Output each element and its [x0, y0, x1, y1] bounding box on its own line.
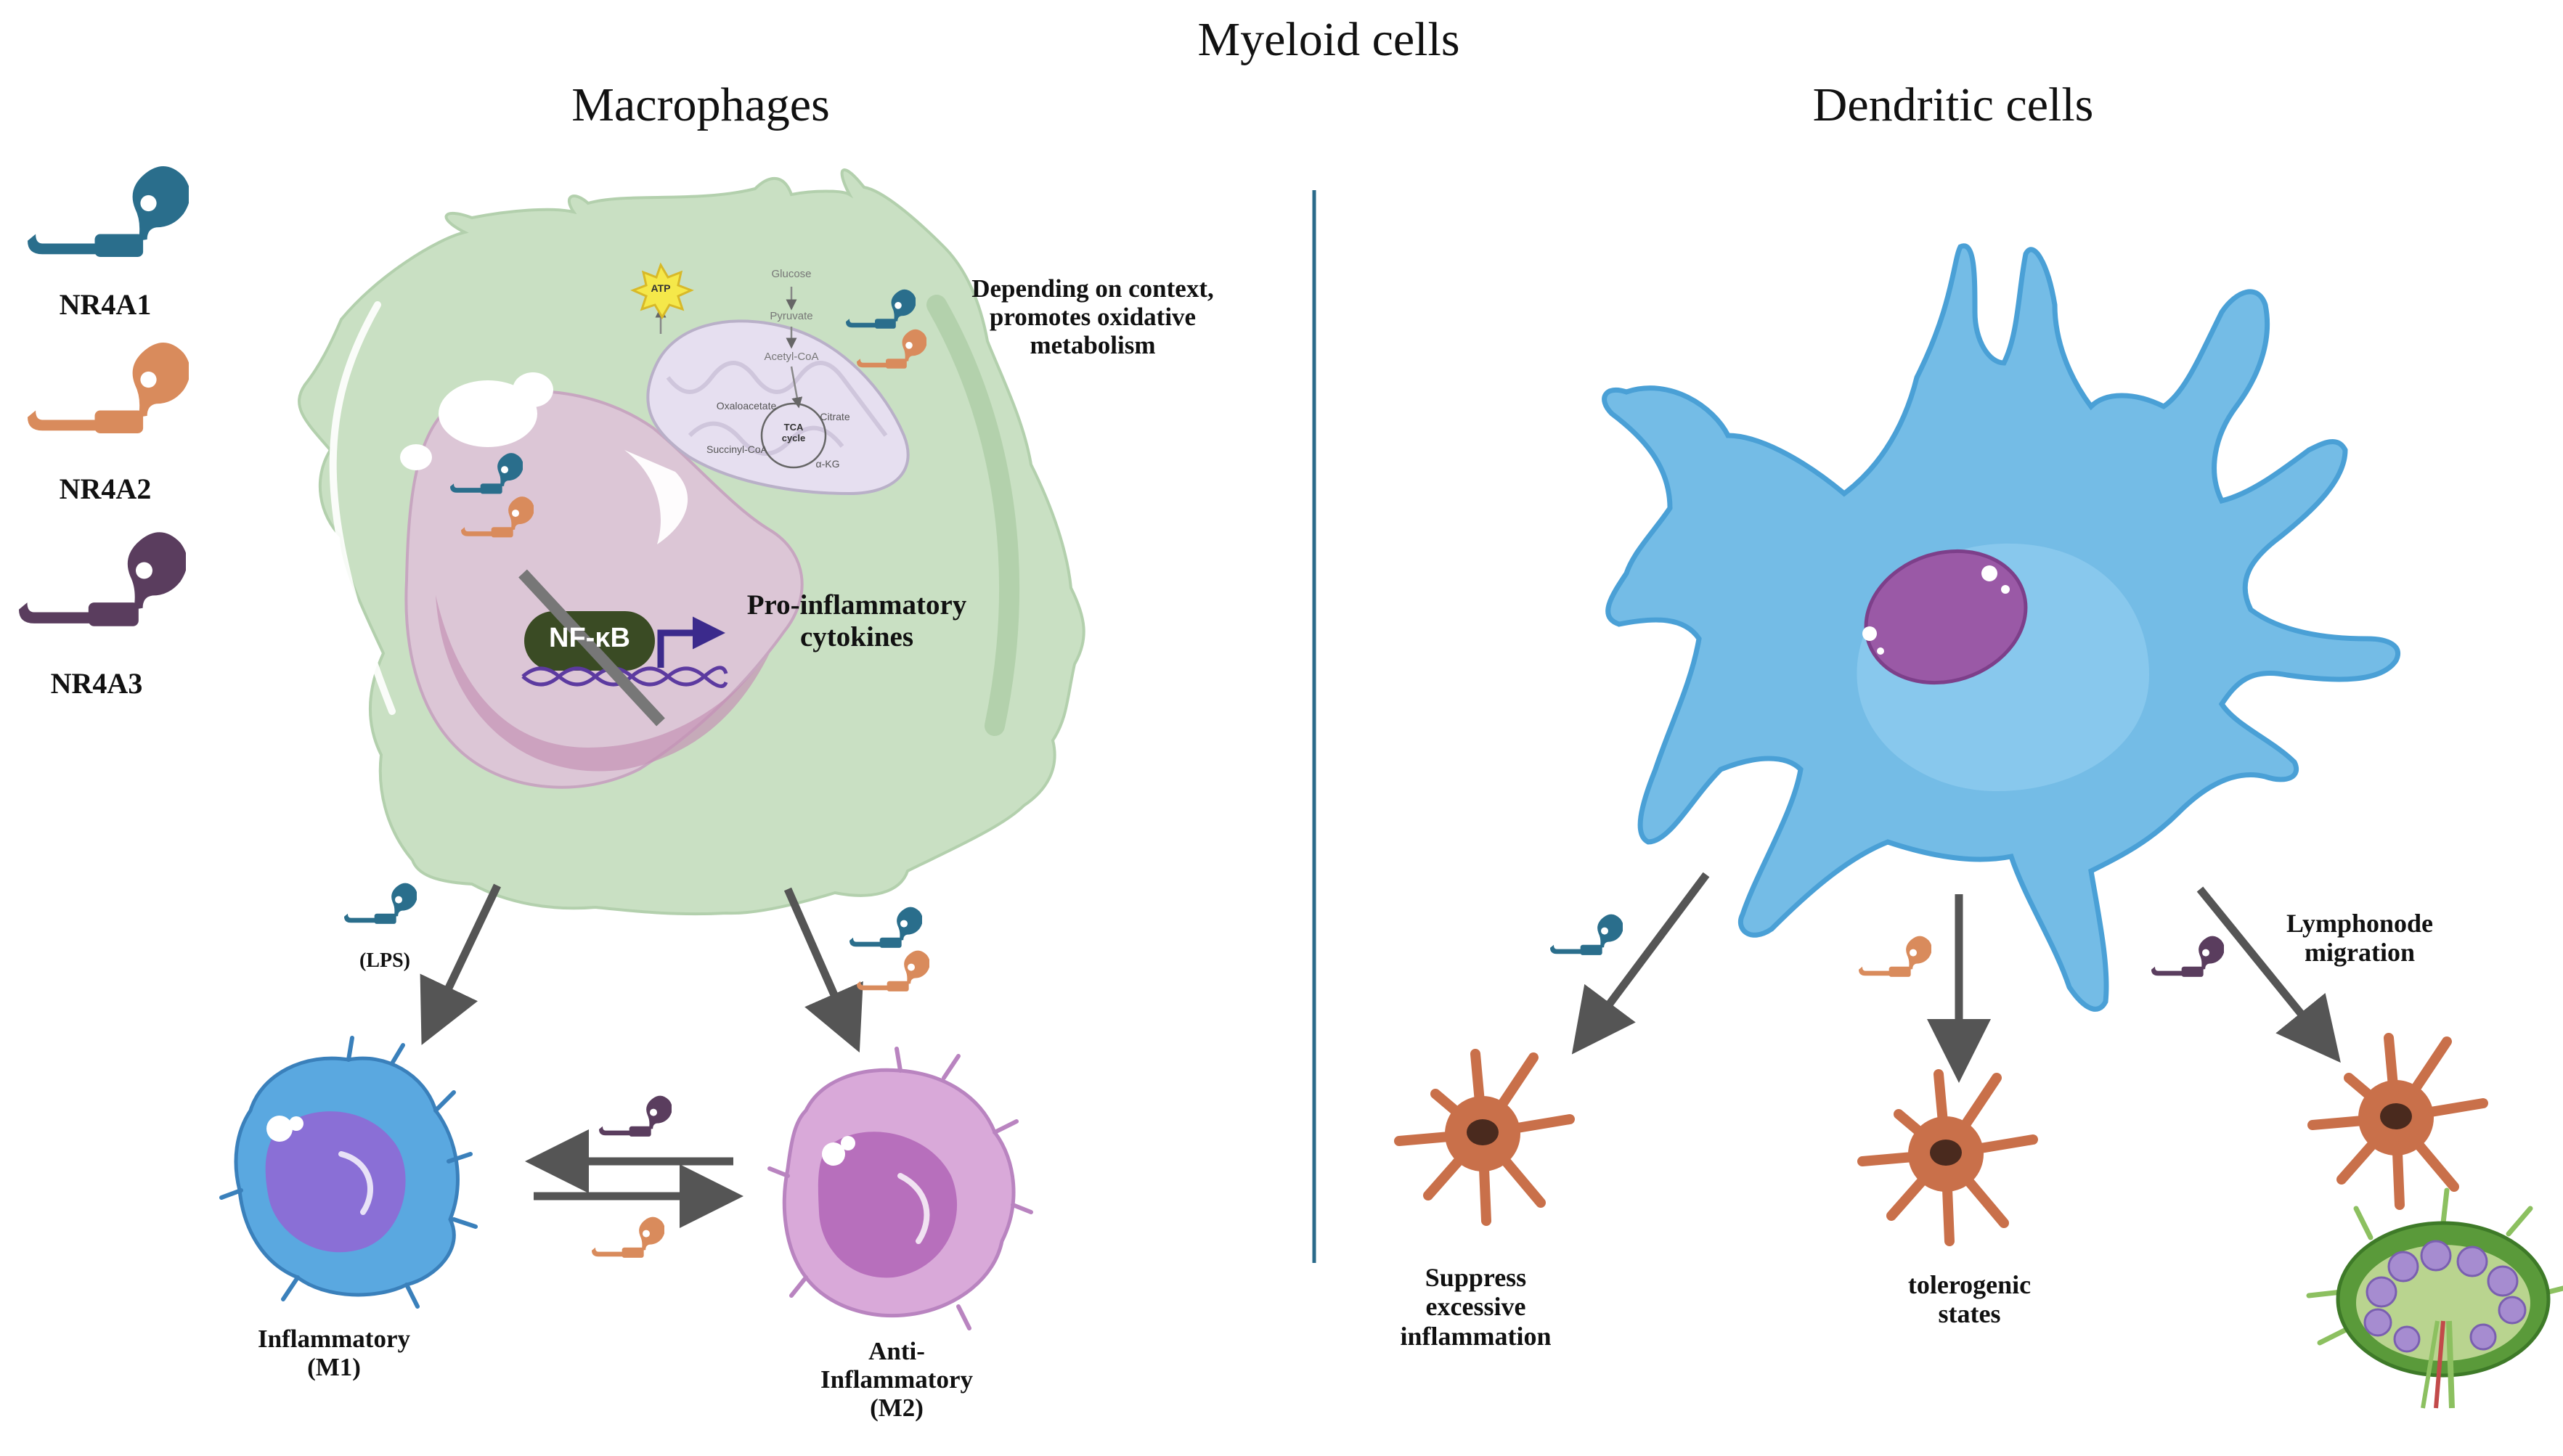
lymph-node-icon — [2306, 1187, 2563, 1409]
arrow-dc-to-migration — [2196, 886, 2341, 1063]
nr4a3-legend-icon — [19, 532, 186, 626]
nr4a2-m2-icon — [857, 950, 929, 991]
lymphonode-migration-label: Lymphonode migration — [2286, 909, 2434, 968]
small-dc-1 — [1394, 1049, 1575, 1226]
nr4a1-dc-icon — [1550, 914, 1623, 955]
dc-nucleus — [1864, 549, 2028, 685]
macrophages-title: Macrophages — [571, 78, 830, 131]
atp-label: ATP — [651, 282, 671, 294]
nr4a3-dc-icon — [2151, 936, 2224, 977]
dendritic-cells-title: Dendritic cells — [1812, 78, 2094, 131]
dna-strand-icon — [521, 666, 728, 688]
tca-label: TCA cycle — [781, 422, 806, 443]
nr4a2-legend-icon — [28, 343, 189, 433]
nr4a1-m2-icon — [849, 907, 922, 948]
atp-burst-icon — [630, 262, 694, 319]
inhibition-slash — [518, 569, 665, 727]
m2-macrophage — [767, 1047, 1033, 1330]
nr4a2-dc-icon — [1859, 936, 1931, 977]
succinyl-coa-label: Succinyl-CoA — [706, 443, 768, 455]
dendritic-cell — [1602, 243, 2400, 1012]
m1-macrophage — [219, 1036, 478, 1309]
m2-label: Anti- Inflammatory (M2) — [820, 1337, 973, 1423]
mitochondrion — [646, 319, 910, 496]
arrow-to-m1 — [420, 883, 501, 1045]
nr4a1-legend-icon — [28, 166, 189, 257]
arrow-dc-to-suppress — [1571, 872, 1710, 1055]
transcription-arrow-icon — [657, 616, 725, 668]
legend-nr4a3-label: NR4A3 — [50, 667, 143, 700]
cytokines-label: Pro-inflammatory cytokines — [746, 589, 967, 653]
acetyl-coa-label: Acetyl-CoA — [764, 351, 819, 363]
legend-nr4a2-label: NR4A2 — [59, 473, 152, 505]
akg-label: α-KG — [815, 458, 840, 470]
pyruvate-label: Pyruvate — [770, 310, 813, 322]
m1-label: Inflammatory (M1) — [258, 1325, 410, 1382]
nr4a3-exchange-icon — [599, 1095, 672, 1137]
main-title: Myeloid cells — [1197, 13, 1460, 66]
nr4a2-exchange-icon — [592, 1216, 664, 1258]
nr4a1-lps-icon — [344, 883, 417, 924]
tolerogenic-label: tolerogenic states — [1907, 1270, 2032, 1329]
small-dc-2 — [1857, 1069, 2038, 1246]
arrow-to-m2 — [783, 887, 863, 1053]
metabolism-label: Depending on context, promotes oxidative… — [971, 274, 1214, 360]
legend-nr4a1-label: NR4A1 — [59, 288, 152, 321]
suppress-inflammation-label: Suppress excessive inflammation — [1400, 1263, 1552, 1351]
nfkb-label: NF-κB — [549, 623, 630, 653]
macrophage-cell — [298, 168, 1085, 916]
oxaloacetate-label: Oxaloacetate — [716, 400, 777, 412]
lps-label: (LPS) — [359, 949, 410, 972]
glucose-label: Glucose — [771, 268, 812, 280]
citrate-label: Citrate — [820, 411, 850, 422]
small-dc-3 — [2307, 1033, 2488, 1210]
